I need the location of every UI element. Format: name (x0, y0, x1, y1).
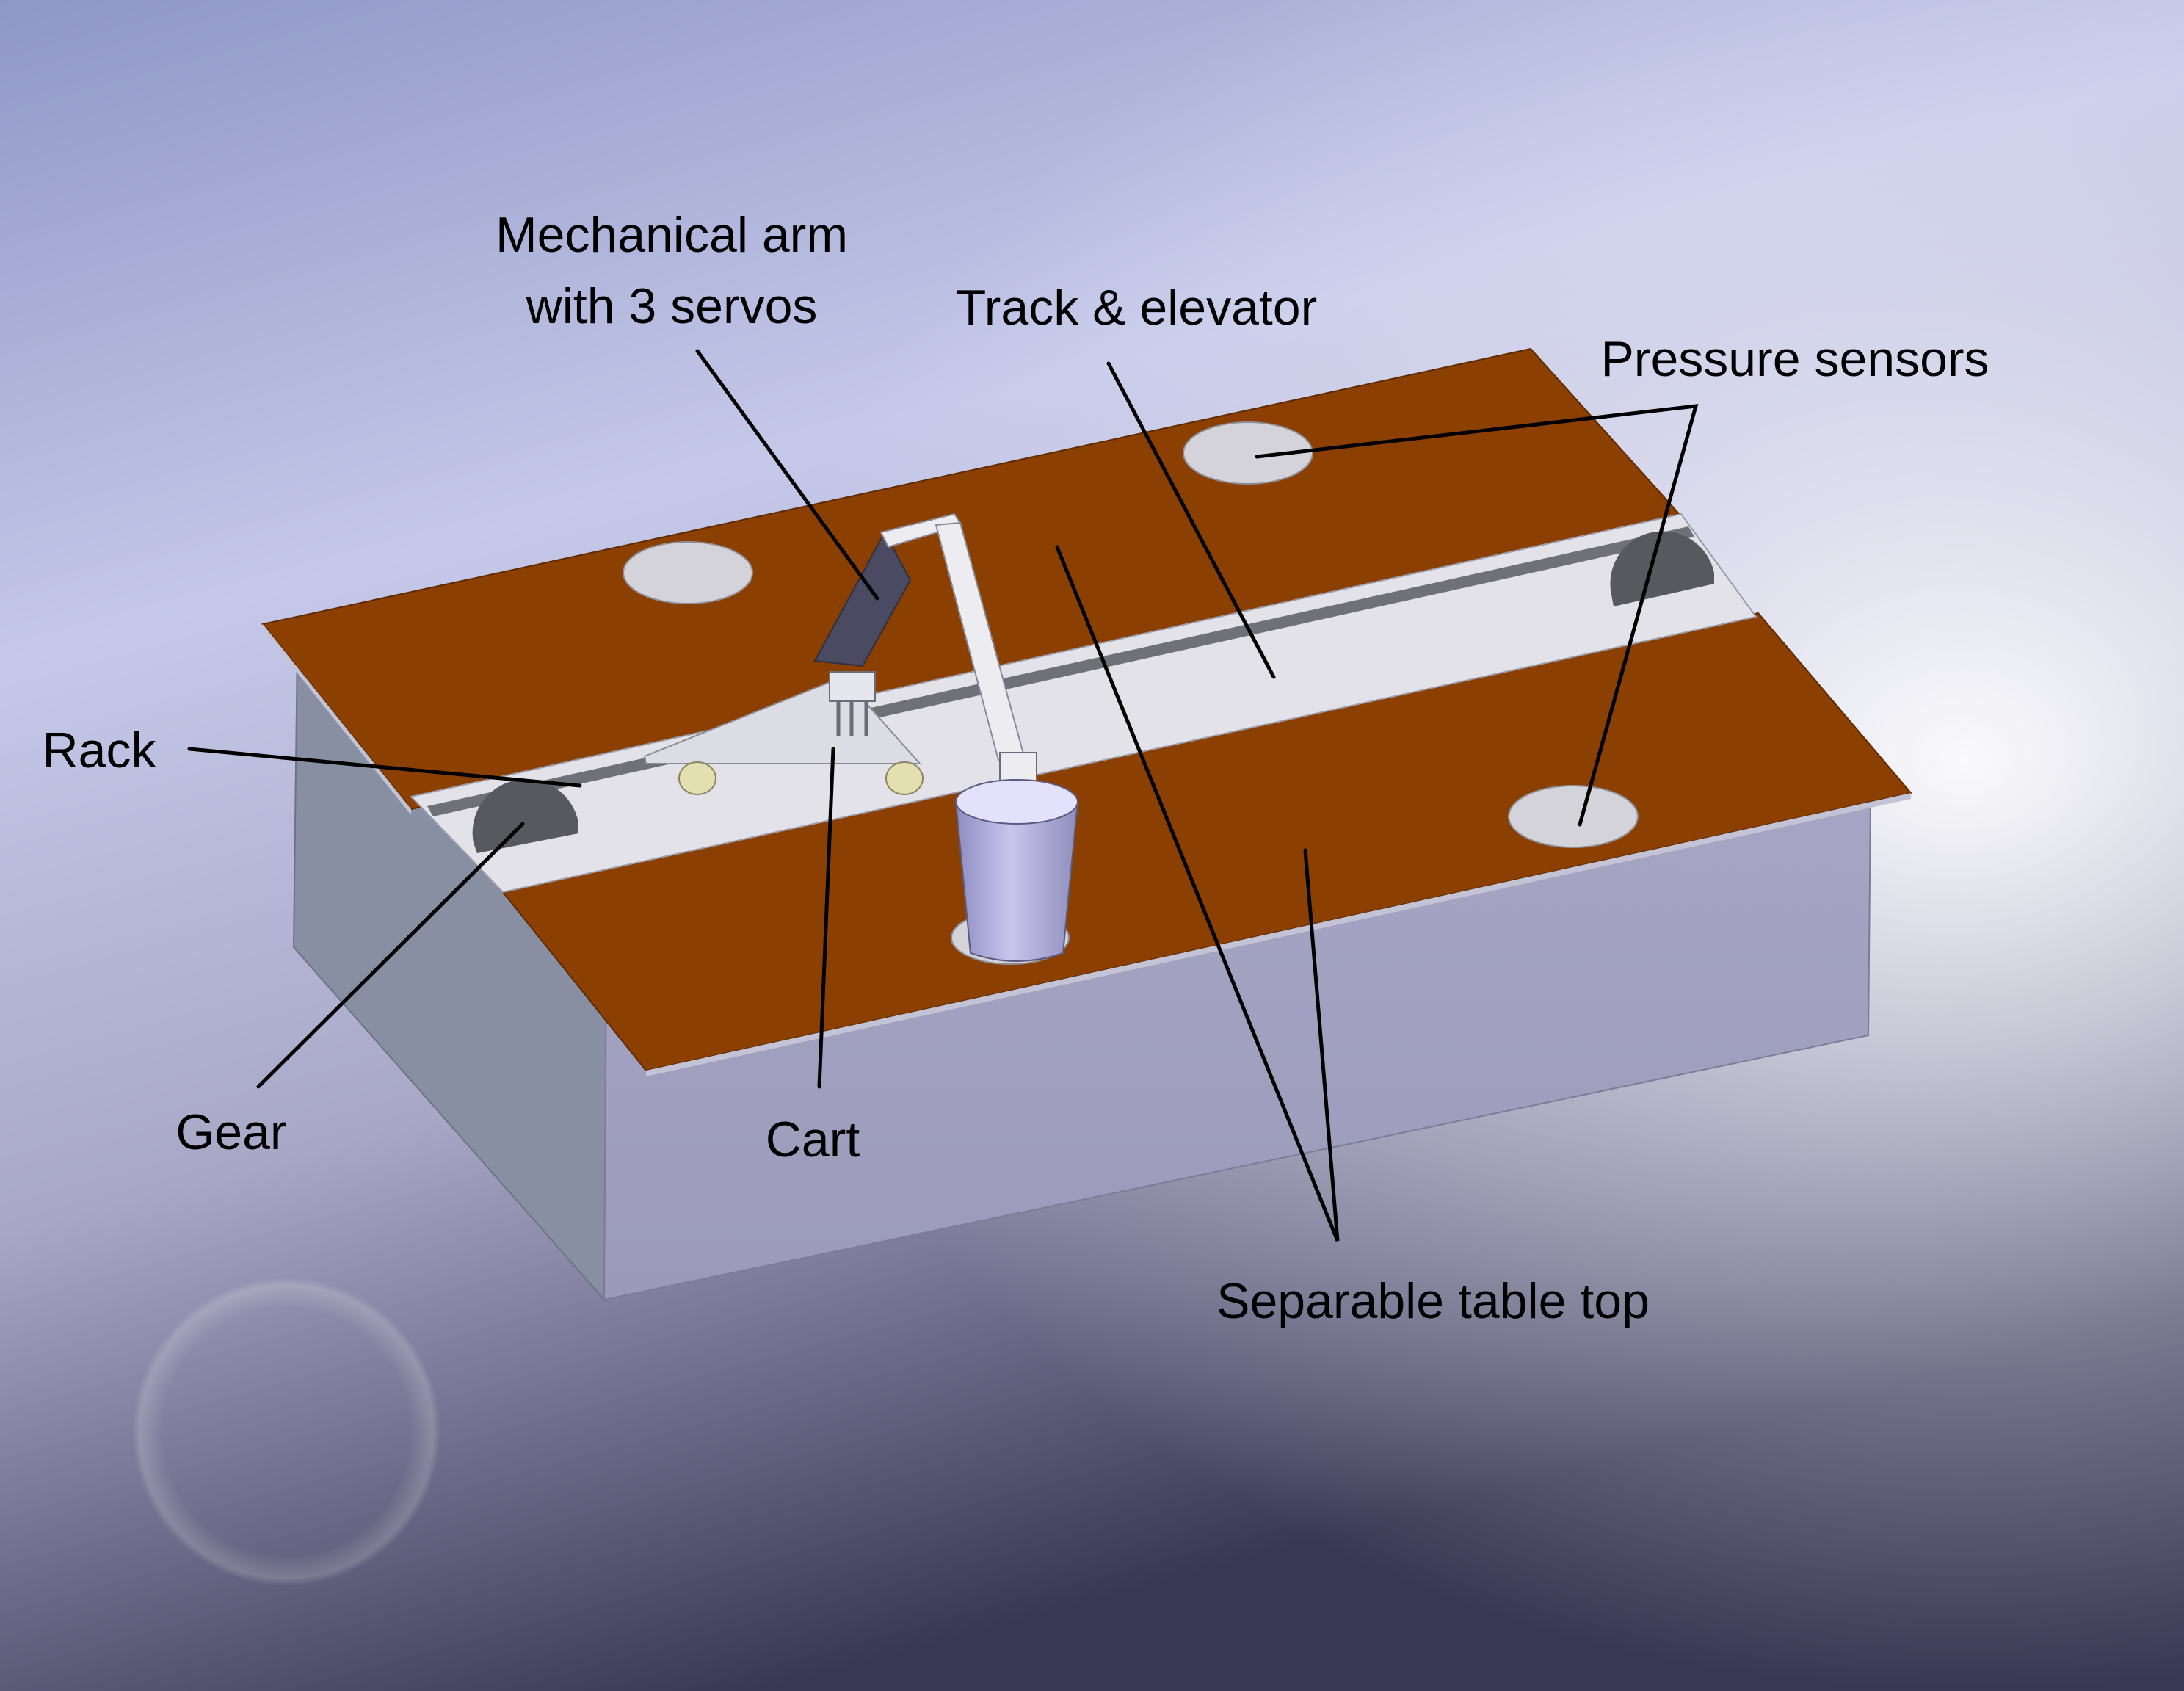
leader-track (1106, 361, 1276, 679)
gear-left (472, 779, 578, 853)
label-cart: Cart (766, 1112, 860, 1167)
leader-pressure (1255, 404, 1699, 827)
leader-tabletop (1055, 545, 1340, 1242)
cart-servo-body (829, 671, 876, 702)
leader-gear (256, 822, 525, 1089)
cart-wheel-right (885, 761, 924, 795)
leader-lines (187, 349, 1699, 1242)
pressure-sensor-back-left (623, 541, 753, 604)
label-arm-line1: Mechanical arm (496, 207, 848, 263)
lens-flare (132, 1278, 440, 1586)
label-rack: Rack (43, 723, 157, 778)
leader-arm (695, 349, 879, 601)
label-arm-line2: with 3 servos (526, 278, 818, 334)
gear-right (1610, 531, 1714, 606)
leader-rack (187, 747, 582, 788)
label-track: Track & elevator (956, 280, 1318, 336)
arm-top-bracket (879, 513, 963, 548)
table-top-front-edge (646, 793, 1911, 1076)
label-pressure-sensors: Pressure sensors (1600, 331, 1989, 387)
pressure-sensor-back-right (1183, 421, 1313, 485)
track (410, 513, 1757, 894)
label-separable-table-top: Separable table top (1216, 1273, 1650, 1329)
leader-cart (817, 747, 835, 1089)
cup-rim (955, 779, 1078, 825)
label-gear: Gear (175, 1104, 286, 1160)
cart-wheel-left (678, 761, 716, 795)
pressure-sensor-front-right (1508, 785, 1639, 848)
